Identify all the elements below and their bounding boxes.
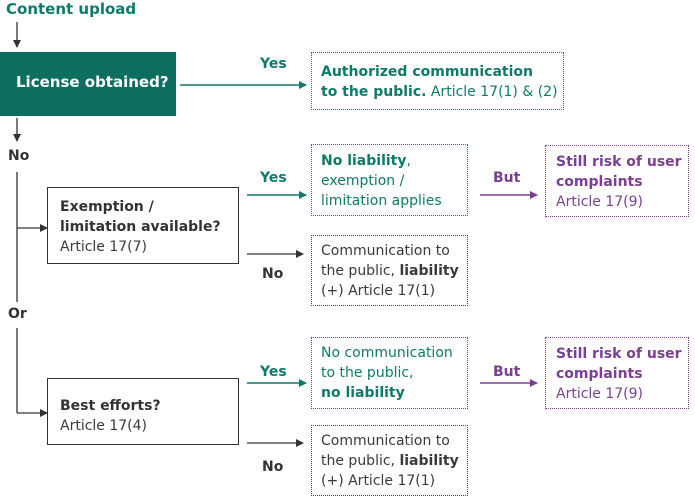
no-liability-line3: limitation applies [321, 193, 442, 209]
comm1-line1: Communication to [321, 243, 450, 259]
no-label-main: No [8, 148, 30, 164]
yes-label-exemption: Yes [260, 170, 287, 186]
but-label-2: But [493, 364, 521, 380]
user-complaints-risk-box-2: Still risk of user complaints Article 17… [545, 337, 689, 409]
best-efforts-line1: Best efforts? [60, 398, 161, 414]
comm1-line2-pre: the public, [321, 263, 400, 279]
risk2-line1: Still risk of user [556, 346, 682, 362]
communication-liability-box-2: Communication to the public, liability (… [311, 425, 468, 496]
comm2-line2-pre: the public, [321, 453, 400, 469]
diagram-title: Content upload [6, 0, 137, 18]
nocomm-line1: No communication [321, 345, 453, 361]
no-label-exemption: No [262, 266, 284, 282]
user-complaints-risk-box-1: Still risk of user complaints Article 17… [545, 145, 689, 217]
authorized-line2-bold: to the public. [321, 84, 427, 100]
license-question-box: License obtained? [0, 52, 176, 116]
but-label-1: But [493, 170, 521, 186]
risk2-line3: Article 17(9) [556, 386, 644, 402]
no-label-best-efforts: No [262, 459, 284, 475]
no-liability-bold: No liability [321, 153, 407, 169]
authorized-line1: Authorized communication [321, 64, 533, 80]
comm1-line2-bold: liability [399, 263, 459, 279]
license-question-text: License obtained? [16, 73, 169, 91]
exemption-question-box: Exemption / limitation available? Articl… [47, 187, 239, 264]
no-liability-line2: exemption / [321, 173, 405, 189]
comm2-line2-bold: liability [399, 453, 459, 469]
no-liability-comma: , [406, 153, 411, 169]
communication-liability-box-1: Communication to the public, liability (… [311, 235, 468, 306]
no-communication-box: No communication to the public, no liabi… [311, 337, 468, 409]
comm2-line1: Communication to [321, 433, 450, 449]
authorized-communication-box: Authorized communication to the public. … [311, 52, 564, 110]
exemption-line3: Article 17(7) [60, 239, 148, 255]
best-efforts-line2: Article 17(4) [60, 418, 148, 434]
comm1-line3: (+) Article 17(1) [321, 283, 436, 299]
best-efforts-question-box: Best efforts? Article 17(4) [47, 378, 239, 445]
yes-label-license: Yes [260, 56, 287, 72]
risk2-line2: complaints [556, 366, 643, 382]
exemption-line1: Exemption / [60, 199, 154, 215]
risk1-line1: Still risk of user [556, 154, 682, 170]
comm2-line3: (+) Article 17(1) [321, 473, 436, 489]
risk1-line3: Article 17(9) [556, 194, 644, 210]
yes-label-best-efforts: Yes [260, 364, 287, 380]
nocomm-line2: to the public, [321, 365, 414, 381]
nocomm-line3: no liability [321, 385, 405, 401]
or-label: Or [8, 306, 27, 322]
no-liability-exemption-box: No liability, exemption / limitation app… [311, 144, 468, 216]
authorized-line2-rest: Article 17(1) & (2) [426, 84, 558, 100]
risk1-line2: complaints [556, 174, 643, 190]
exemption-line2: limitation available? [60, 219, 221, 235]
